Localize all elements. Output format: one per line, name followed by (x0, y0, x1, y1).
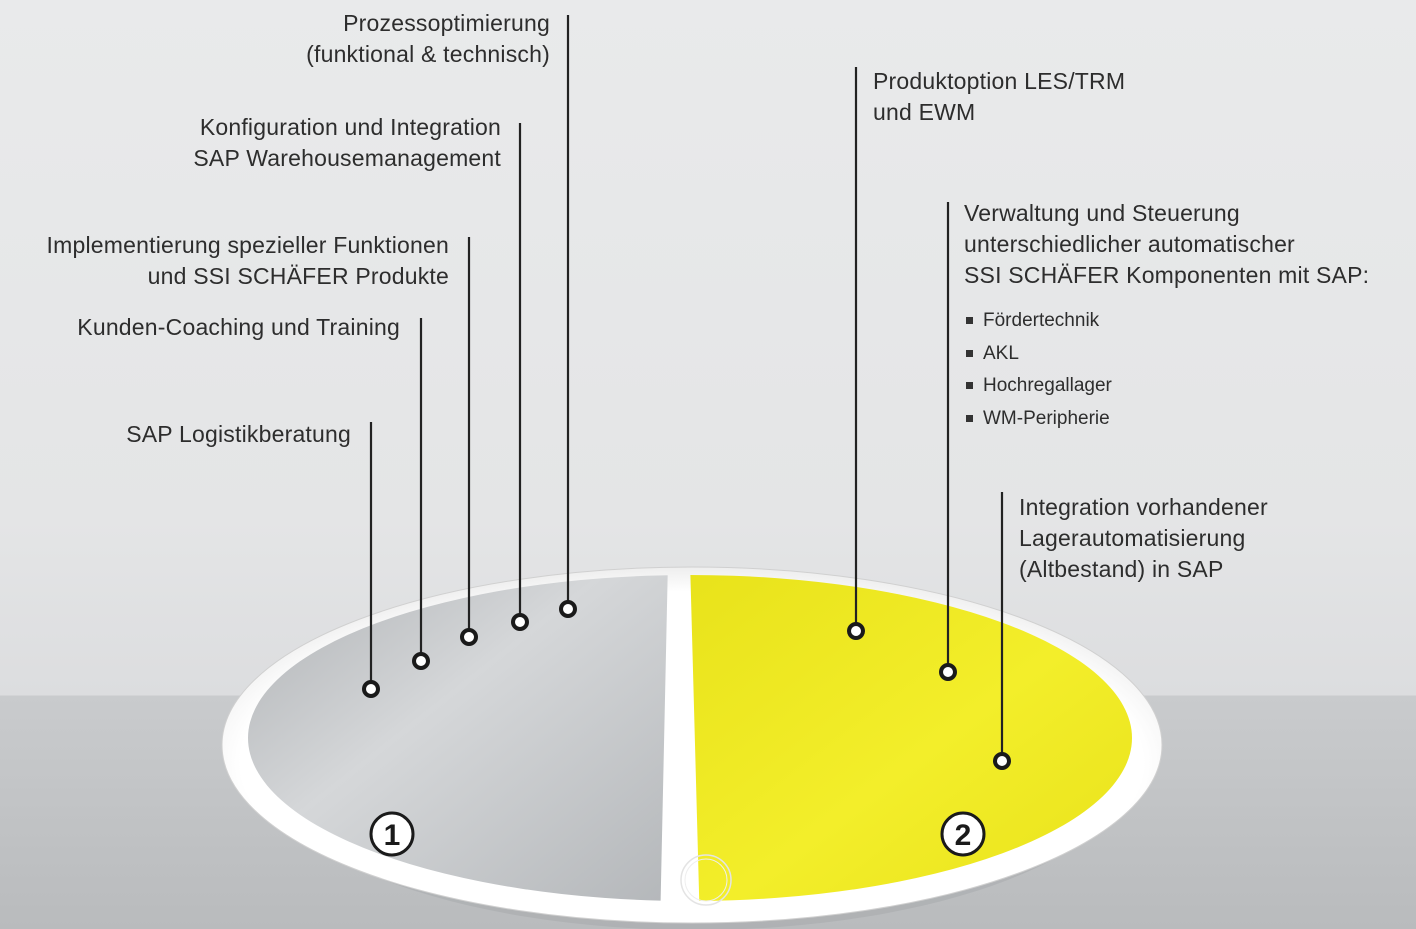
label-coaching: Kunden-Coaching und Training (77, 314, 400, 340)
label-integration: Integration vorhandener Lagerautomatisie… (1019, 494, 1268, 582)
dot-konfiguration (511, 613, 529, 631)
badge-1: 1 (369, 811, 415, 857)
dot-verwaltung (939, 663, 957, 681)
dot-logistikberatung (362, 680, 380, 698)
badge-1-label: 1 (384, 819, 401, 852)
dot-prozessoptimierung (559, 600, 577, 618)
badge-2-label: 2 (955, 819, 972, 852)
dot-integration (993, 752, 1011, 770)
list-item: Hochregallager (964, 370, 1112, 403)
badge-2: 2 (940, 811, 986, 857)
label-verwaltung: Verwaltung und Steuerung unterschiedlich… (964, 200, 1370, 288)
list-item: WM-Peripherie (964, 403, 1112, 436)
label-produktoption: Produktoption LES/TRM und EWM (873, 68, 1126, 125)
list-item: Fördertechnik (964, 305, 1112, 338)
list-item: AKL (964, 338, 1112, 371)
dot-produktoption (847, 622, 865, 640)
label-prozessoptimierung: Prozessoptimierung (funktional & technis… (306, 10, 550, 67)
dot-coaching (412, 652, 430, 670)
verwaltung-list: Fördertechnik AKL Hochregallager WM-Peri… (964, 305, 1112, 435)
label-logistikberatung: SAP Logistikberatung (126, 421, 351, 447)
yellow-segment (690, 575, 1132, 901)
center-hub (680, 854, 732, 906)
label-konfiguration: Konfiguration und Integration SAP Wareho… (193, 114, 501, 171)
dot-implementierung (460, 628, 478, 646)
label-implementierung: Implementierung spezieller Funktionen un… (46, 232, 449, 289)
